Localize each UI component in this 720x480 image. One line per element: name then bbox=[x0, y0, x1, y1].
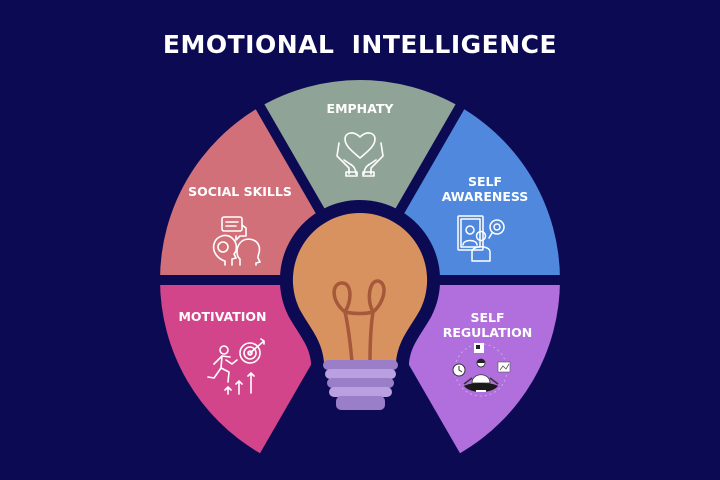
runner-target-arrows-icon bbox=[207, 338, 265, 395]
segment-label-social-skills: SOCIAL SKILLS bbox=[188, 184, 292, 199]
segment-label-self-regulation: SELF REGULATION bbox=[442, 310, 533, 340]
segment-label-self-awareness: SELF AWARENESS bbox=[441, 174, 529, 204]
page-title: EMOTIONAL INTELLIGENCE bbox=[162, 30, 558, 59]
heart-in-hands-icon bbox=[336, 132, 384, 177]
segment-label-empathy: EMPHATY bbox=[326, 101, 394, 116]
meditating-person-icon bbox=[452, 343, 511, 397]
two-heads-speech-bubble-icon bbox=[212, 216, 261, 266]
segment-empathy bbox=[260, 80, 460, 281]
lightbulb-icon bbox=[292, 212, 428, 410]
segment-label-motivation: MOTIVATION bbox=[178, 309, 267, 324]
mirror-reflection-gear-icon bbox=[457, 215, 505, 262]
